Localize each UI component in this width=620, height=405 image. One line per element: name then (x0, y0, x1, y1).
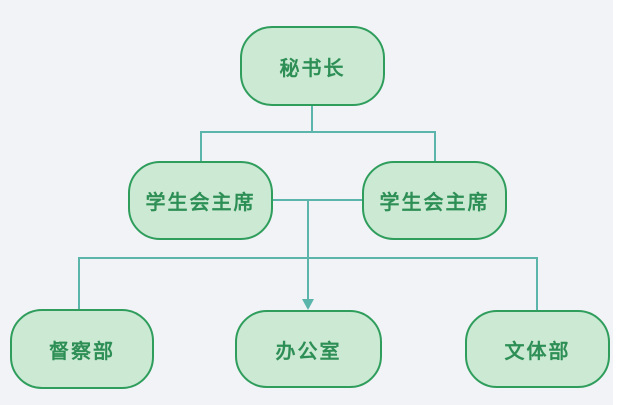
connector-drop-supervision (78, 257, 80, 310)
connector-top-vertical (311, 106, 313, 133)
connector-row2-horizontal (78, 257, 538, 259)
node-student-union-president-left[interactable]: 学生会主席 (128, 161, 273, 240)
connector-drop-president-right (434, 131, 436, 162)
node-label: 秘书长 (279, 57, 346, 80)
node-label: 学生会主席 (379, 192, 490, 214)
node-label: 文体部 (504, 340, 571, 363)
node-office[interactable]: 办公室 (235, 310, 382, 388)
node-label: 督察部 (49, 340, 115, 363)
node-culture-sports-dept[interactable]: 文体部 (465, 310, 610, 388)
arrowhead-down-icon (302, 299, 314, 310)
connector-center-vertical (307, 200, 309, 300)
connector-drop-culture-sports (536, 257, 538, 311)
connector-drop-president-left (200, 131, 202, 162)
connector-presidents-link (273, 199, 362, 201)
connector-row1-horizontal (200, 131, 436, 133)
node-student-union-president-right[interactable]: 学生会主席 (362, 161, 507, 240)
node-supervision-dept[interactable]: 督察部 (10, 309, 154, 389)
node-label: 学生会主席 (145, 192, 256, 214)
node-label: 办公室 (275, 340, 342, 363)
node-secretary-general[interactable]: 秘书长 (240, 26, 385, 106)
canvas-edge-strip (613, 0, 620, 405)
